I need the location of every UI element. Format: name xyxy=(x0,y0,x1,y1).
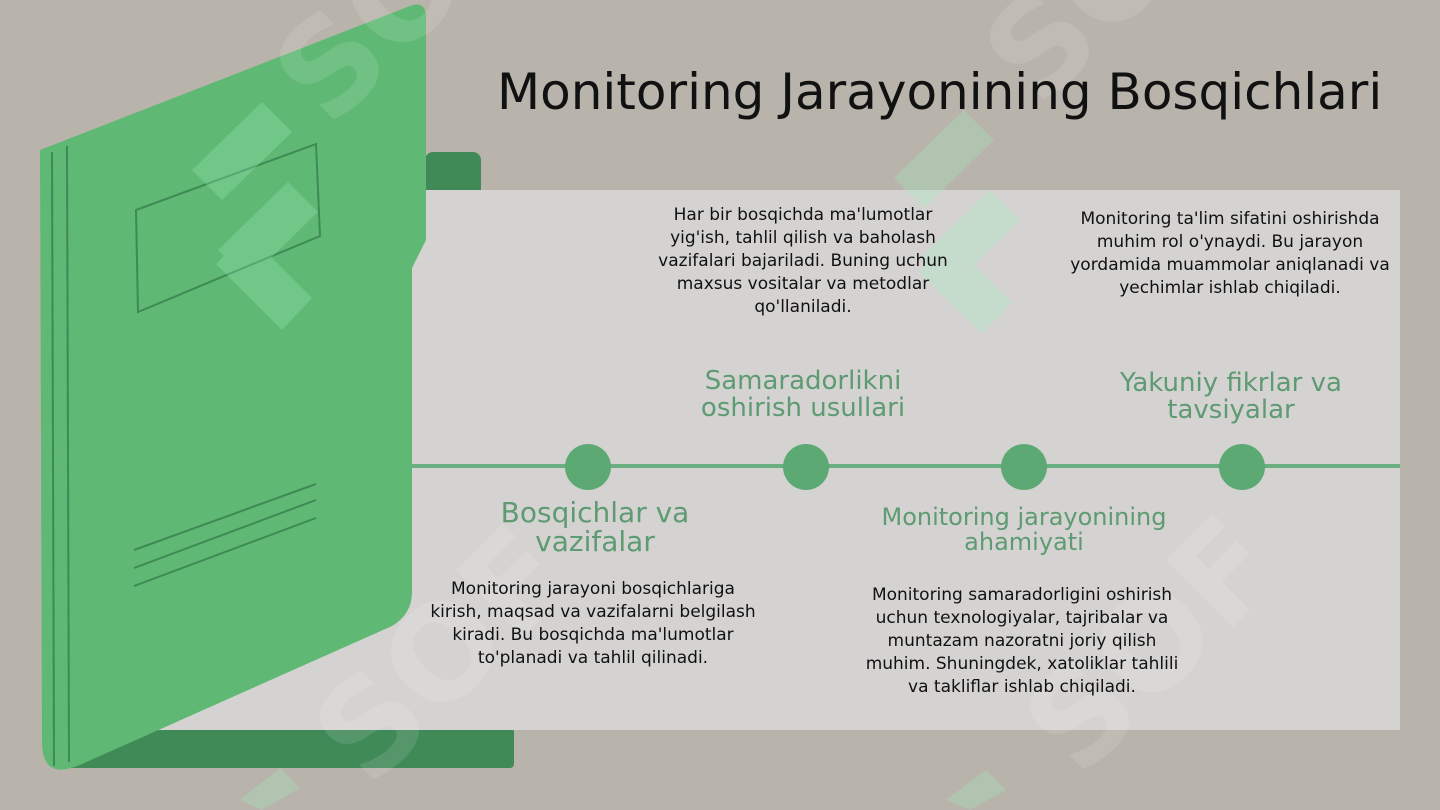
folder-front-cover xyxy=(40,4,426,770)
timeline-line xyxy=(410,464,1400,468)
timeline-node xyxy=(1219,444,1265,490)
stage-title: Samaradorlikni oshirish usullari xyxy=(700,366,906,424)
timeline-node xyxy=(1001,444,1047,490)
stage-title: Yakuniy fikrlar va tavsiyalar xyxy=(1120,368,1342,426)
stage-title: Monitoring jarayonining ahamiyati xyxy=(881,503,1167,557)
stage-description: Monitoring jarayoni bosqichlariga kirish… xyxy=(430,579,756,668)
stage-description: Monitoring samaradorligini oshirish uchu… xyxy=(865,585,1179,697)
stage-description: Monitoring ta'lim sifatini oshirishda mu… xyxy=(1070,209,1390,298)
folder-tab xyxy=(425,152,481,197)
timeline-node xyxy=(783,444,829,490)
folder-back-cover xyxy=(60,728,514,768)
folder-label-frame xyxy=(134,142,322,314)
timeline-node xyxy=(565,444,611,490)
slide-title: Monitoring Jarayonining Bosqichlari xyxy=(497,63,1383,121)
stage-description: Har bir bosqichda ma'lumotlar yig'ish, t… xyxy=(658,205,948,317)
stage-title: Bosqichlar va vazifalar xyxy=(500,496,690,559)
